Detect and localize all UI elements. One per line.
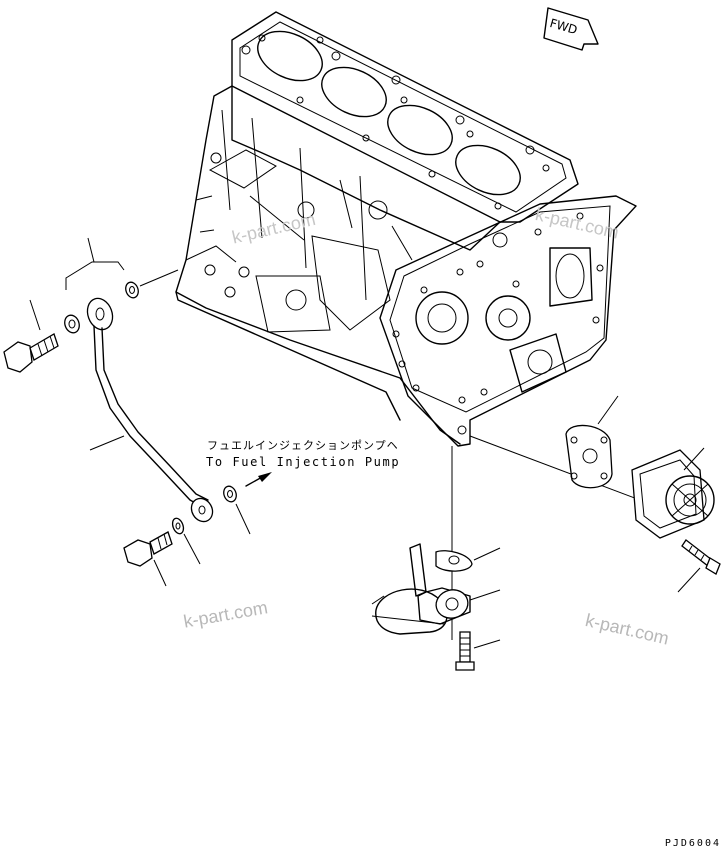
washer-1-icon [125,281,139,299]
banjo-bolt-upper-icon [3,333,59,373]
gasket-icon [435,550,473,572]
washer-2-icon [64,314,80,334]
oil-strainer [371,446,501,671]
strainer-bolt-icon [455,631,475,671]
callout-label-japanese: フュエルインジェクションポンプヘ [207,439,399,452]
oil-pump [469,395,721,593]
pump-bolt-icon [681,539,721,575]
drawing-code: PJD6004 [664,838,721,849]
eye-fitting-icon [86,297,114,331]
washer-4-icon [223,485,237,503]
fwd-arrow-icon [543,7,599,51]
front-plate [379,195,637,447]
oil-pipe-assembly [3,237,272,587]
washer-3-icon [171,517,185,535]
banjo-bolt-lower-icon [123,531,173,567]
pump-gasket-icon [565,424,613,489]
callout-label-english: To Fuel Injection Pump [206,455,401,469]
pipe-end-eye-icon [190,497,214,523]
cylinder-block [175,11,579,445]
